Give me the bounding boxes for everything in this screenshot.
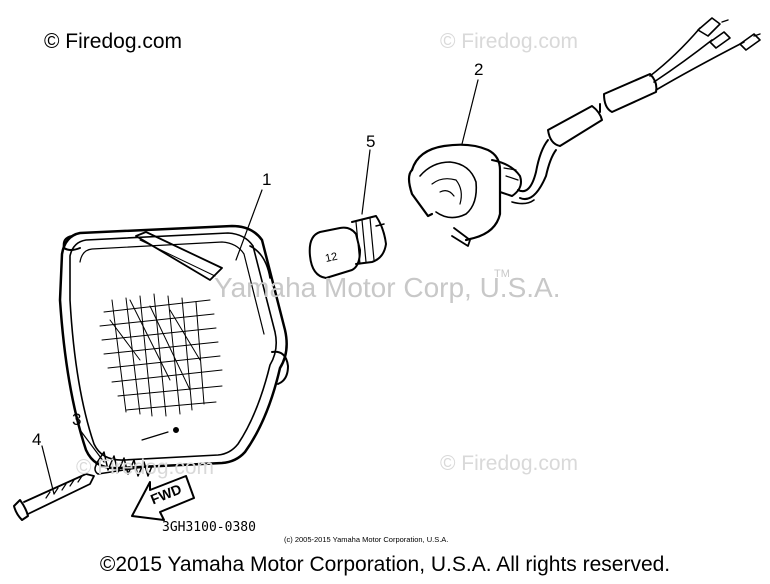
- footer-copyright: ©2015 Yamaha Motor Corporation, U.S.A. A…: [99, 553, 671, 576]
- watermark-top-right: © Firedog.com: [440, 30, 579, 53]
- leader-lines: [41, 79, 479, 495]
- svg-text:12: 12: [324, 251, 338, 265]
- bulb-socket-harness: [407, 17, 761, 247]
- callout-4: 4: [32, 430, 42, 449]
- callout-5: 5: [366, 132, 376, 151]
- headlight-assembly: [58, 224, 289, 470]
- callout-1: 1: [262, 170, 272, 189]
- screw: [13, 473, 95, 521]
- callout-3: 3: [72, 410, 82, 429]
- fwd-arrow: [131, 475, 195, 521]
- watermark-center: Yamaha Motor Corp, U.S.A.: [214, 272, 561, 303]
- small-copyright: (c) 2005-2015 Yamaha Motor Corporation, …: [284, 535, 449, 544]
- watermark-mid-left: © Firedog.com: [76, 456, 215, 479]
- lens-pattern: [99, 293, 223, 417]
- watermark-mid-right: © Firedog.com: [440, 452, 579, 475]
- spring: [94, 451, 153, 477]
- callout-2: 2: [474, 60, 484, 79]
- part-code: 3GH3100-0380: [162, 520, 256, 535]
- watermark-top-left: © Firedog.com: [44, 30, 183, 53]
- trademark-mark: TM: [494, 268, 510, 280]
- bulb: 12: [308, 215, 387, 279]
